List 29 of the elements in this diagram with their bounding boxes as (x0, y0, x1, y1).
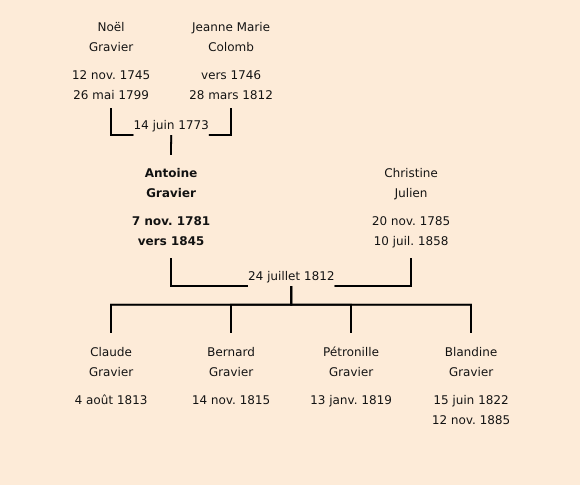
person-name: Bernard Gravier (206, 344, 256, 381)
connector-line (208, 108, 232, 136)
date-text: 10 juil. 1858 (374, 233, 448, 250)
date-text: 7 nov. 1781 (132, 213, 210, 230)
date-text: 20 nov. 1785 (372, 213, 450, 230)
connector-line (170, 258, 248, 287)
date-text: 12 nov. 1885 (432, 412, 510, 429)
date-text: 15 juin 1822 (433, 392, 509, 409)
date-text: 26 mai 1799 (73, 87, 149, 104)
connector-line (290, 286, 472, 333)
connector-line (334, 258, 412, 287)
person-name: Pétronille Gravier (322, 344, 380, 381)
person-name: Blandine Gravier (444, 344, 498, 381)
connector-line (170, 135, 172, 155)
connector-line (110, 108, 134, 136)
person-name: Noël Gravier (88, 19, 134, 56)
date-text: 28 mars 1812 (189, 87, 273, 104)
date-text: 12 nov. 1745 (72, 67, 150, 84)
person-name: Claude Gravier (88, 344, 134, 381)
date-text: 13 janv. 1819 (310, 392, 392, 409)
date-text: vers 1845 (138, 233, 204, 250)
person-name: Antoine Gravier (144, 165, 198, 202)
person-name: Jeanne Marie Colomb (190, 19, 272, 56)
marriage-date: 14 juin 1773 (134, 115, 209, 135)
date-text: 14 nov. 1815 (192, 392, 270, 409)
marriage-date: 24 juillet 1812 (248, 266, 334, 286)
date-text: 4 août 1813 (74, 392, 148, 409)
person-name: Christine Julien (383, 165, 439, 202)
date-text: vers 1746 (200, 67, 262, 84)
